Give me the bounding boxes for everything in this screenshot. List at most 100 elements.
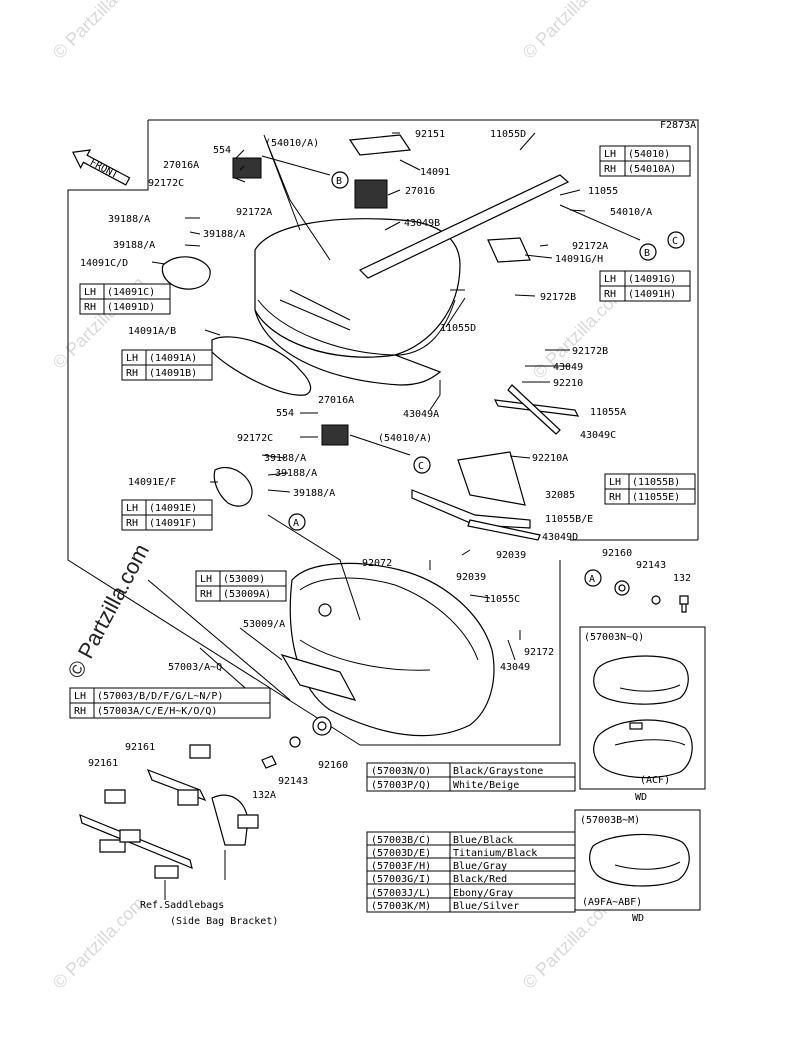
label-14091ef: 14091E/F [128, 477, 176, 488]
label-92039-a: 92039 [496, 550, 526, 561]
latch-bracket-right [487, 237, 531, 263]
color-table-2: (57003B/C) Blue/Black (57003D/E) Titaniu… [366, 831, 576, 913]
label-39188a-4: 39188/A [264, 453, 306, 464]
svg-text:Blue/Black: Blue/Black [453, 835, 513, 846]
svg-text:B: B [644, 248, 650, 259]
label-27016: 27016 [405, 186, 435, 197]
label-11055d-top: 11055D [490, 129, 526, 140]
label-side-bag-bracket: (Side Bag Bracket) [170, 916, 278, 927]
label-39188a-6: 39188/A [293, 488, 335, 499]
lr-table-14091c: LH (14091C) RH (14091D) [79, 283, 171, 315]
marker-c-1: C [667, 231, 685, 249]
svg-text:(57003K/M): (57003K/M) [371, 901, 431, 912]
label-92172c: 92172C [148, 178, 184, 189]
rail-11055be [411, 489, 531, 529]
label-54010a-paren: (54010/A) [265, 138, 319, 149]
label-39188a-3: 39188/A [113, 240, 155, 251]
plate-32085 [457, 451, 526, 506]
svg-text:(14091C): (14091C) [107, 287, 155, 298]
svg-text:(14091E): (14091E) [149, 503, 197, 514]
svg-text:RH: RH [609, 492, 621, 503]
svg-text:(53009A): (53009A) [223, 589, 271, 600]
label-14091ab: 14091A/B [128, 326, 176, 337]
label-53009a: 53009/A [243, 619, 285, 630]
svg-text:(57003N/O): (57003N/O) [371, 766, 431, 777]
svg-text:(14091A): (14091A) [149, 353, 197, 364]
svg-text:WD: WD [635, 792, 647, 803]
label-92039-b: 92039 [456, 572, 486, 583]
bottom-rail [280, 653, 357, 701]
svg-text:LH: LH [604, 149, 616, 160]
lr-table-14091g: LH (14091G) RH (14091H) [599, 270, 691, 302]
color-table-1: (57003N/O) Black/Graystone (57003P/Q) Wh… [366, 762, 576, 792]
svg-text:(14091H): (14091H) [628, 289, 676, 300]
watermark-text: © Partzilla.com [49, 893, 149, 993]
label-11055d-mid: 11055D [440, 323, 476, 334]
label-92172a-top: 92172A [236, 207, 272, 218]
lock-assembly-upper [232, 157, 262, 179]
label-132: 132 [673, 573, 691, 584]
label-92172a-right: 92172A [572, 241, 608, 252]
svg-text:Ebony/Gray: Ebony/Gray [453, 888, 513, 899]
label-92161-a: 92161 [125, 742, 155, 753]
lr-table-11055b: LH (11055B) RH (11055E) [604, 473, 696, 505]
label-14091: 14091 [420, 167, 450, 178]
marker-c-2: C [413, 456, 431, 474]
svg-text:(14091F): (14091F) [149, 518, 197, 529]
rail-43049d [467, 519, 541, 541]
svg-text:C: C [418, 461, 424, 472]
svg-text:RH: RH [74, 706, 86, 717]
inset-57003b-m: (57003B~M) (A9FA~ABF) WD [574, 809, 701, 924]
label-27016a-lower: 27016A [318, 395, 354, 406]
frame-outline [67, 119, 699, 746]
saddlebag-body [289, 562, 495, 737]
label-92160-left: 92160 [318, 760, 348, 771]
label-ref-saddlebags: Ref.Saddlebags [140, 900, 224, 911]
svg-text:(57003F/H): (57003F/H) [371, 861, 431, 872]
bracket-11055 [358, 174, 570, 279]
label-132a: 132A [252, 790, 276, 801]
bolt-132 [679, 595, 689, 613]
label-32085: 32085 [545, 490, 575, 501]
svg-text:White/Beige: White/Beige [453, 780, 519, 791]
svg-text:Blue/Gray: Blue/Gray [453, 861, 507, 872]
svg-text:(57003A/C/E/H~K/O/Q): (57003A/C/E/H~K/O/Q) [97, 706, 217, 717]
lr-table-14091a: LH (14091A) RH (14091B) [121, 349, 213, 381]
svg-text:(14091B): (14091B) [149, 368, 197, 379]
label-43049-mid: 43049 [553, 362, 583, 373]
rail-43049c [507, 384, 561, 435]
svg-text:LH: LH [609, 477, 621, 488]
label-92072: 92072 [362, 558, 392, 569]
svg-text:LH: LH [126, 353, 138, 364]
label-11055c: 11055C [484, 594, 520, 605]
svg-text:(57003N~Q): (57003N~Q) [584, 632, 644, 643]
marker-a-2: A [584, 569, 602, 587]
label-92172-low: 92172 [524, 647, 554, 658]
leader-lines [147, 132, 586, 711]
label-554-lower: 554 [276, 408, 294, 419]
svg-text:A: A [589, 574, 595, 585]
cover-14091ef [213, 467, 253, 507]
side-bag-bracket [79, 744, 259, 900]
svg-text:(14091D): (14091D) [107, 302, 155, 313]
svg-text:(11055B): (11055B) [632, 477, 680, 488]
svg-text:Black/Graystone: Black/Graystone [453, 766, 543, 777]
front-arrow-icon: FRONT [72, 149, 131, 186]
svg-text:Black/Red: Black/Red [453, 874, 507, 885]
washer-92143-right [651, 595, 661, 605]
svg-text:C: C [672, 236, 678, 247]
svg-text:RH: RH [604, 289, 616, 300]
label-14091gh: 14091G/H [555, 254, 603, 265]
svg-text:(57003P/Q): (57003P/Q) [371, 780, 431, 791]
svg-text:(57003/B/D/F/G/L~N/P): (57003/B/D/F/G/L~N/P) [97, 691, 223, 702]
lr-table-57003: LH (57003/B/D/F/G/L~N/P) RH (57003A/C/E/… [69, 687, 271, 719]
svg-text:RH: RH [200, 589, 212, 600]
svg-text:Blue/Silver: Blue/Silver [453, 901, 519, 912]
label-92161-b: 92161 [88, 758, 118, 769]
label-92143-left: 92143 [278, 776, 308, 787]
svg-text:LH: LH [200, 574, 212, 585]
label-27016a: 27016A [163, 160, 199, 171]
lid-rail [211, 336, 312, 396]
label-92143-right: 92143 [636, 560, 666, 571]
